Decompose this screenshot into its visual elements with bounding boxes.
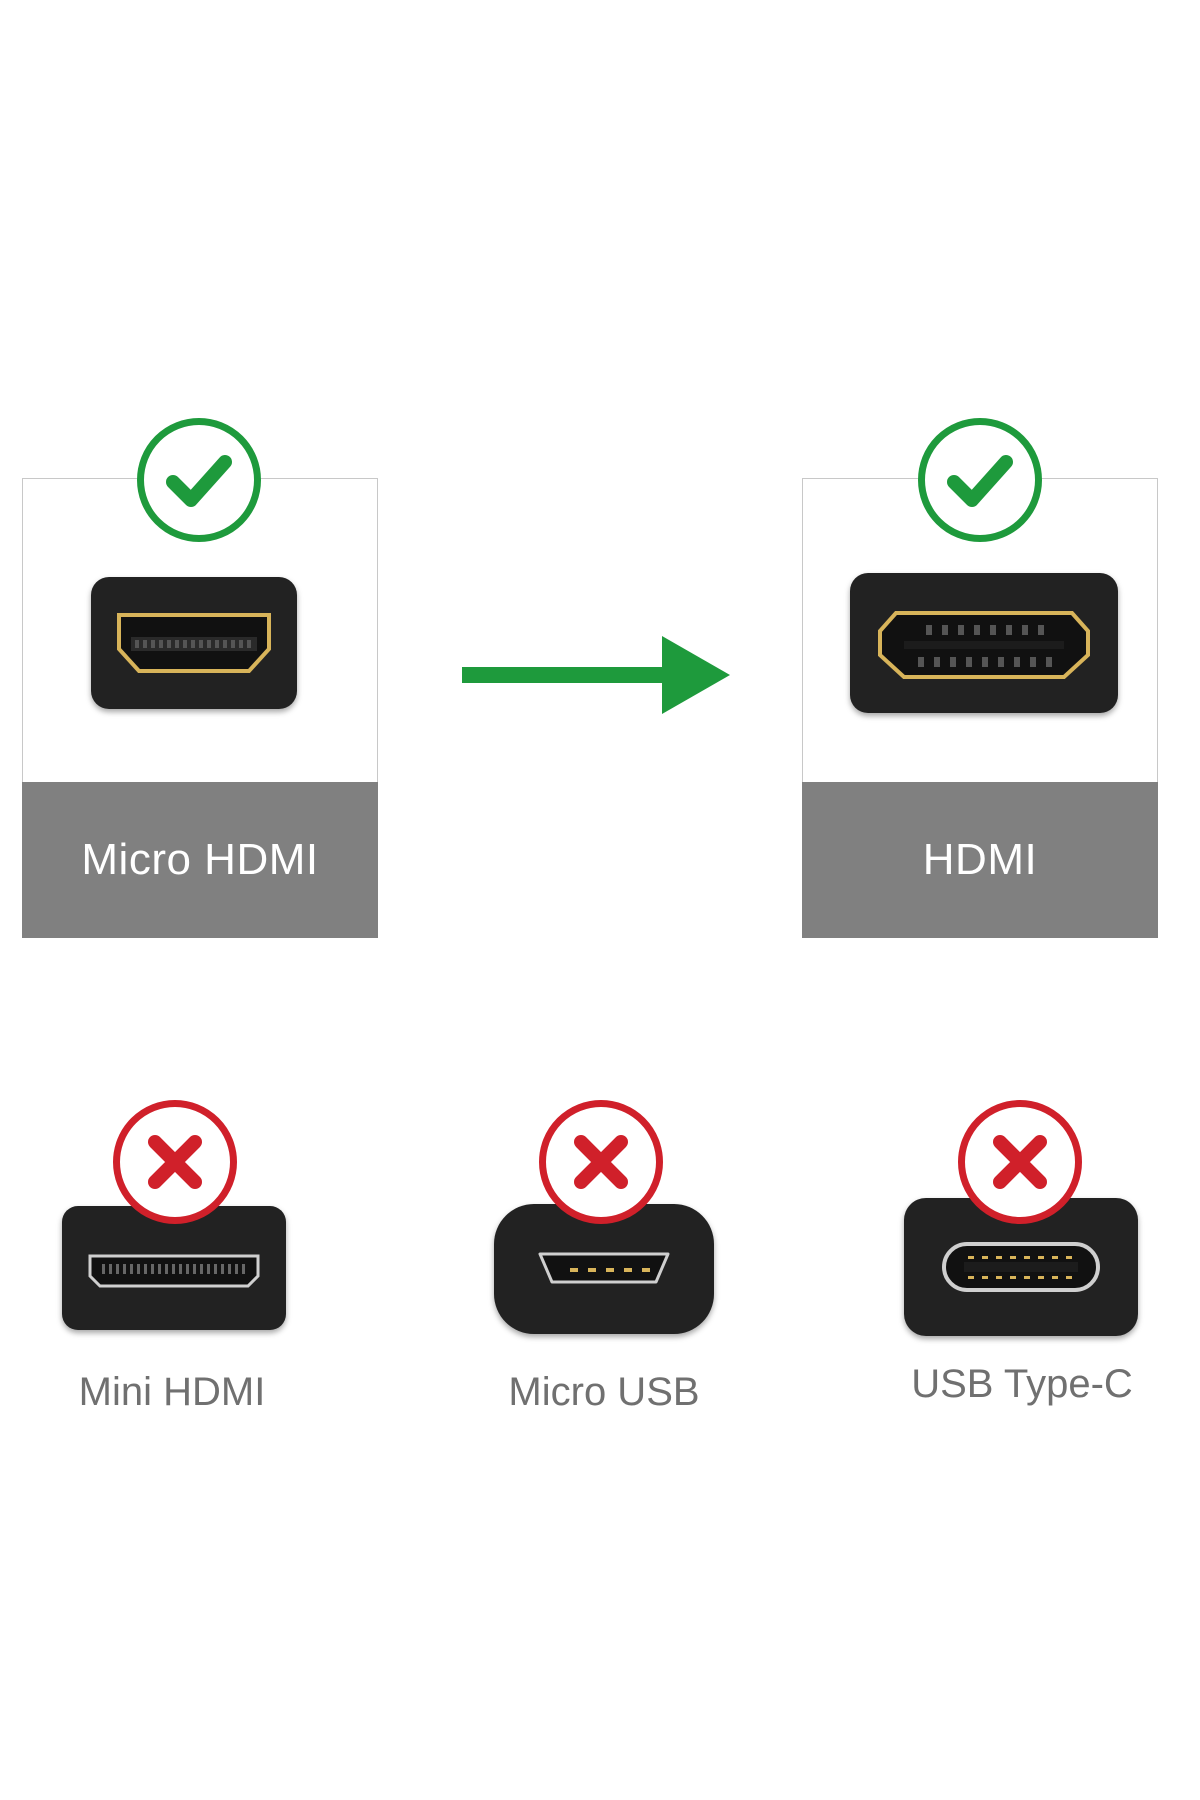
hdmi-port-icon	[850, 573, 1118, 713]
cross-icon	[539, 1100, 663, 1224]
usb-type-c-label: USB Type-C	[911, 1362, 1133, 1406]
hdmi-label: HDMI	[922, 835, 1038, 884]
micro-hdmi-label-band: Micro HDMI	[22, 782, 378, 938]
micro-hdmi-port-icon	[91, 577, 297, 709]
micro-usb-label: Micro USB	[508, 1370, 700, 1414]
check-icon	[918, 418, 1042, 542]
check-icon	[137, 418, 261, 542]
micro-hdmi-card: Micro HDMI	[22, 478, 378, 938]
hdmi-card: HDMI	[802, 478, 1158, 938]
micro-usb-port-icon	[494, 1204, 714, 1334]
micro-hdmi-label: Micro HDMI	[81, 835, 319, 884]
hdmi-label-band: HDMI	[802, 782, 1158, 938]
mini-hdmi-label: Mini HDMI	[78, 1370, 266, 1414]
cross-icon	[113, 1100, 237, 1224]
cross-icon	[958, 1100, 1082, 1224]
arrow-right-icon	[462, 636, 730, 714]
mini-hdmi-port-icon	[62, 1206, 286, 1330]
